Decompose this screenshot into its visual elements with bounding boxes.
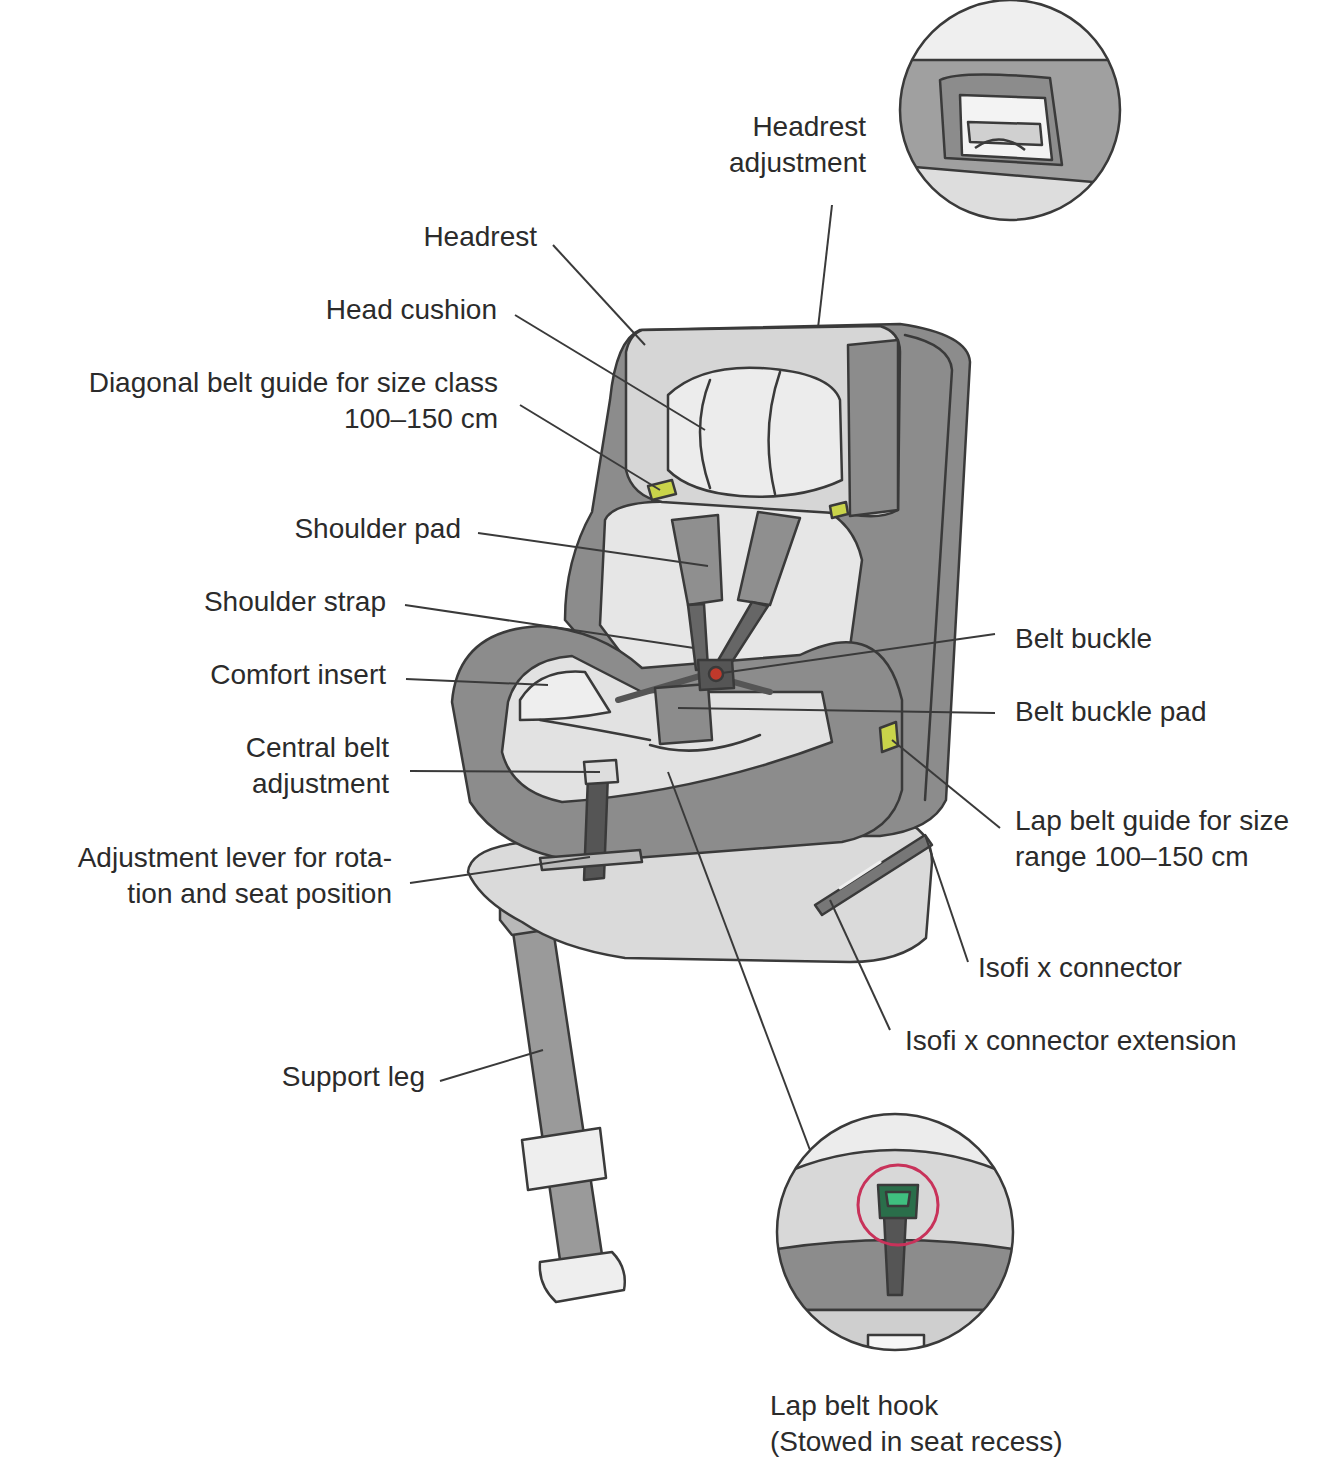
lap-belt-hook-inset xyxy=(770,1114,1020,1370)
part-label: Shoulder strap xyxy=(6,584,386,620)
part-label: Central belt adjustment xyxy=(189,730,389,802)
leader-lines xyxy=(405,205,1000,1150)
headrest-adjustment-inset xyxy=(880,0,1130,230)
part-label: Headrest xyxy=(137,219,537,255)
belt-buckle xyxy=(698,660,734,690)
isofix-rail xyxy=(815,835,932,915)
comfort-insert xyxy=(502,656,832,802)
shoulder-pad xyxy=(672,515,722,605)
headrest xyxy=(626,326,900,516)
part-label: Diagonal belt guide for size class 100–1… xyxy=(38,365,498,437)
seat-shell xyxy=(452,626,902,862)
part-label: Head cushion xyxy=(97,292,497,328)
diagonal-belt-guide xyxy=(648,480,676,500)
part-label: Support leg xyxy=(25,1059,425,1095)
part-label: Shoulder pad xyxy=(61,511,461,547)
part-label: Lap belt guide for size range 100–150 cm xyxy=(1015,803,1335,875)
part-label: Headrest adjustment xyxy=(686,109,866,181)
part-label: Belt buckle xyxy=(1015,621,1335,657)
part-label: Adjustment lever for rota- tion and seat… xyxy=(52,840,392,912)
head-cushion xyxy=(668,368,842,497)
lap-belt-guide xyxy=(880,722,898,752)
part-label: Belt buckle pad xyxy=(1015,694,1335,730)
part-label: (Stowed in seat recess) xyxy=(770,1424,1270,1460)
part-label: Isofi x connector xyxy=(978,950,1338,986)
part-label: Isofi x connector extension xyxy=(905,1023,1340,1059)
part-label: Lap belt hook xyxy=(770,1388,1270,1424)
belt-buckle-pad xyxy=(655,684,712,744)
headrest-wing xyxy=(848,340,898,516)
adjustment-lever xyxy=(540,850,642,870)
part-label: Comfort insert xyxy=(6,657,386,693)
